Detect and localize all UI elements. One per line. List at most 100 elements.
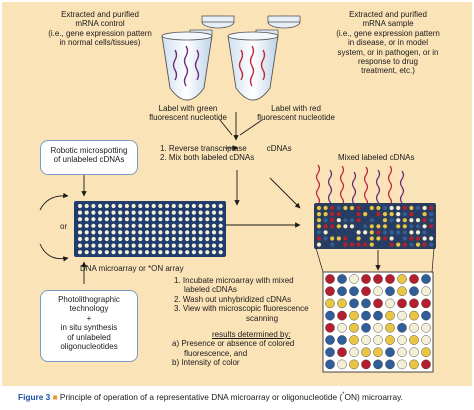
array-spot xyxy=(376,205,381,211)
array-spot xyxy=(191,223,196,228)
array-spot xyxy=(111,236,116,242)
array-spot xyxy=(171,203,176,209)
array-spot xyxy=(91,210,96,215)
array-spot xyxy=(158,203,163,209)
array-spot xyxy=(118,217,123,222)
array-spot xyxy=(349,347,359,358)
array-spot xyxy=(165,223,170,228)
array-spot xyxy=(376,242,381,247)
array-spot xyxy=(356,242,361,247)
array-spot xyxy=(218,250,223,255)
array-spot xyxy=(316,205,322,211)
array-spot xyxy=(356,224,361,229)
array-spot xyxy=(198,236,203,242)
array-spot xyxy=(218,217,223,222)
array-spot xyxy=(205,230,210,235)
array-spot xyxy=(330,236,335,241)
array-spot xyxy=(330,212,335,217)
array-spot xyxy=(422,212,427,217)
array-spot xyxy=(205,250,210,255)
array-spot xyxy=(369,212,374,217)
process-steps: 1. Incubate microarray with mixed labele… xyxy=(174,276,309,323)
array-spot xyxy=(171,223,176,228)
array-spot xyxy=(389,236,394,241)
array-spot xyxy=(171,210,176,215)
array-spot xyxy=(396,242,401,247)
zoomed-array xyxy=(322,271,434,373)
array-spot xyxy=(409,236,414,241)
array-spot xyxy=(397,322,407,333)
array-spot xyxy=(118,243,123,248)
array-spot xyxy=(373,286,383,297)
array-spot xyxy=(198,243,203,248)
array-spot xyxy=(151,250,156,255)
array-spot xyxy=(198,223,203,228)
text-line: 1. Reverse transcriptase xyxy=(160,144,247,153)
array-spot xyxy=(389,224,394,229)
array-spot xyxy=(385,335,395,345)
array-spot xyxy=(421,286,431,297)
array-spot xyxy=(397,286,407,297)
array-spot xyxy=(118,210,123,215)
array-spot xyxy=(363,236,368,241)
array-spot xyxy=(144,243,150,248)
array-spot xyxy=(98,203,103,209)
array-spot xyxy=(343,205,348,211)
array-spot xyxy=(373,335,383,345)
array-spot xyxy=(421,310,431,321)
array-spot xyxy=(84,230,89,235)
array-spot xyxy=(402,242,407,247)
array-spot xyxy=(389,205,394,211)
array-spot xyxy=(349,298,359,309)
array-spot xyxy=(211,243,217,248)
array-spot xyxy=(144,203,150,209)
text-line: in situ synthesis xyxy=(60,323,118,333)
array-spot xyxy=(144,223,150,228)
array-spot xyxy=(138,203,143,209)
array-spot xyxy=(165,243,170,248)
array-spot xyxy=(144,210,150,215)
caption-text: ) microarray. xyxy=(356,392,403,402)
text-line: + xyxy=(86,313,92,323)
array-spot xyxy=(330,224,335,229)
array-spot xyxy=(98,243,103,248)
array-spot xyxy=(349,335,359,345)
array-spot xyxy=(361,347,371,358)
array-spot xyxy=(77,217,83,222)
array-spot xyxy=(409,274,419,284)
array-spot xyxy=(325,274,335,284)
array-spot xyxy=(158,217,163,222)
array-spot xyxy=(343,236,348,241)
array-spot xyxy=(144,250,150,255)
hybridized-array xyxy=(314,203,436,249)
array-spot xyxy=(165,230,170,235)
array-spot xyxy=(77,230,83,235)
array-spot xyxy=(376,224,381,229)
array-spot xyxy=(385,298,395,309)
array-spot xyxy=(131,230,136,235)
array-spot xyxy=(349,212,355,217)
array-spot xyxy=(118,223,123,228)
array-spot xyxy=(104,236,109,242)
array-spot xyxy=(429,242,434,247)
array-spot xyxy=(396,205,401,211)
array-spot xyxy=(349,359,359,370)
array-spot xyxy=(118,203,123,209)
array-spot xyxy=(349,224,355,229)
zoom-lines xyxy=(315,247,435,273)
array-spot xyxy=(337,298,347,309)
array-spot xyxy=(409,298,419,309)
array-spot xyxy=(415,224,421,229)
array-spot xyxy=(396,224,401,229)
text-line: Photolithographic xyxy=(58,295,120,304)
array-spot xyxy=(382,224,388,229)
array-spot xyxy=(104,230,109,235)
array-spot xyxy=(361,286,371,297)
array-spot xyxy=(373,298,383,309)
array-spot xyxy=(185,243,190,248)
array-spot xyxy=(111,210,116,215)
array-spot xyxy=(98,236,103,242)
array-spot xyxy=(84,223,89,228)
figure-caption: Figure 3 ■ Principle of operation of a r… xyxy=(18,392,403,402)
array-spot xyxy=(402,230,407,235)
